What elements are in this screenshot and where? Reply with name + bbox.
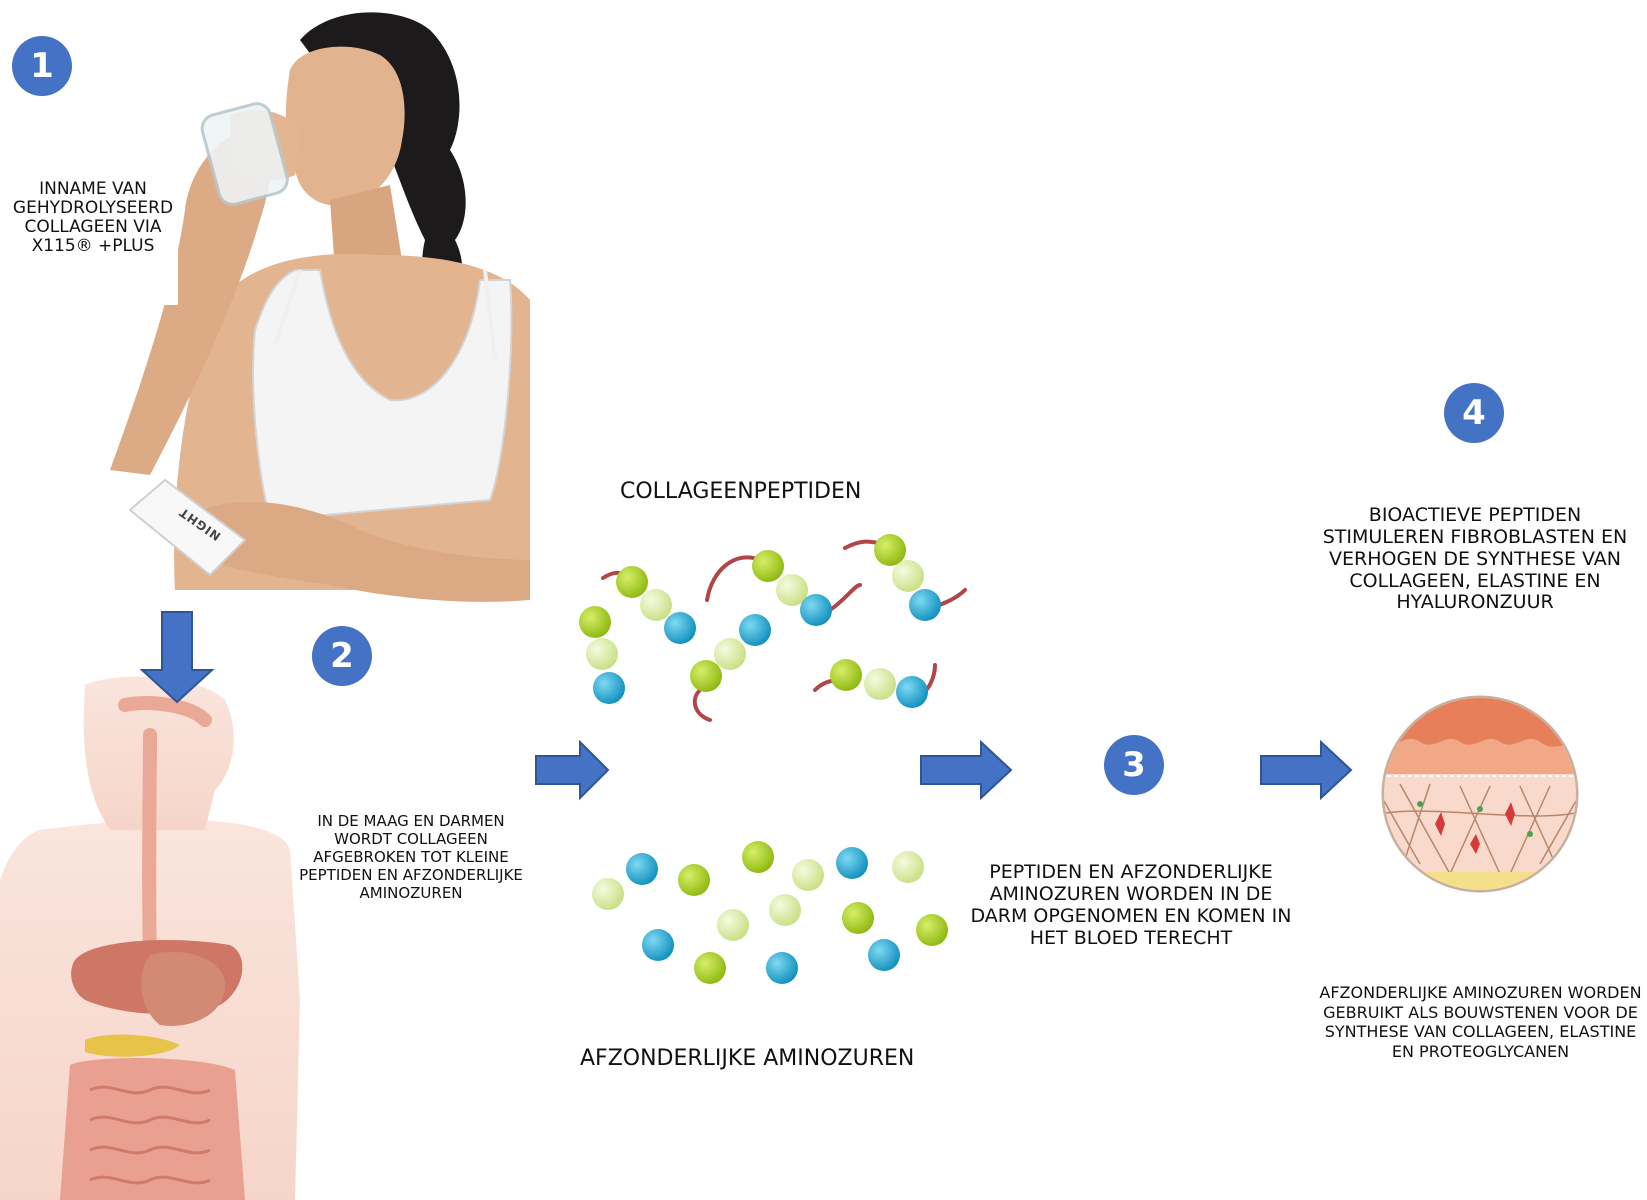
skin-cross-section-illustration: [1381, 695, 1579, 893]
down-arrow: [139, 611, 215, 704]
amino-acids-title: AFZONDERLIJKE AMINOZUREN: [580, 1046, 915, 1071]
right-arrow-2: [920, 739, 1013, 801]
step-3-badge: 3: [1104, 735, 1164, 795]
peptides-title: COLLAGEENPEPTIDEN: [620, 479, 862, 504]
bioactive-caption: BIOACTIEVE PEPTIDEN STIMULEREN FIBROBLAS…: [1322, 504, 1628, 614]
step-1-badge: 1: [12, 36, 72, 96]
absorption-caption: PEPTIDEN EN AFZONDERLIJKE AMINOZUREN WOR…: [970, 861, 1292, 949]
intake-caption: INNAME VAN GEHYDROLYSEERD COLLAGEEN VIA …: [12, 179, 174, 257]
right-arrow-3: [1260, 739, 1353, 801]
building-blocks-caption: AFZONDERLIJKE AMINOZUREN WORDEN GEBRUIKT…: [1319, 983, 1642, 1061]
step-2-badge: 2: [312, 626, 372, 686]
stomach-caption: IN DE MAAG EN DARMEN WORDT COLLAGEEN AFG…: [299, 812, 523, 902]
right-arrow-1: [535, 739, 610, 801]
step-4-badge: 4: [1444, 383, 1504, 443]
